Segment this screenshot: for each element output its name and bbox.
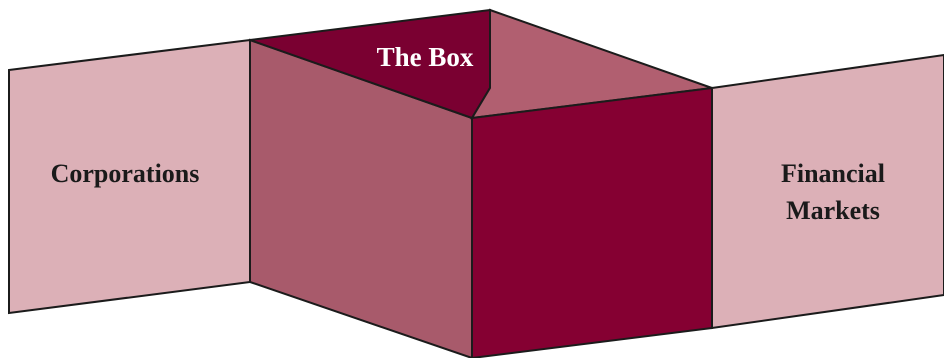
financial-markets-label-line-1: Financial bbox=[781, 159, 885, 188]
financial-markets-label-line-2: Markets bbox=[786, 196, 880, 225]
box-label: The Box bbox=[377, 42, 474, 72]
corporations-label: Corporations bbox=[51, 159, 200, 188]
box-front-face bbox=[472, 88, 712, 358]
financial-markets-panel bbox=[712, 55, 944, 328]
